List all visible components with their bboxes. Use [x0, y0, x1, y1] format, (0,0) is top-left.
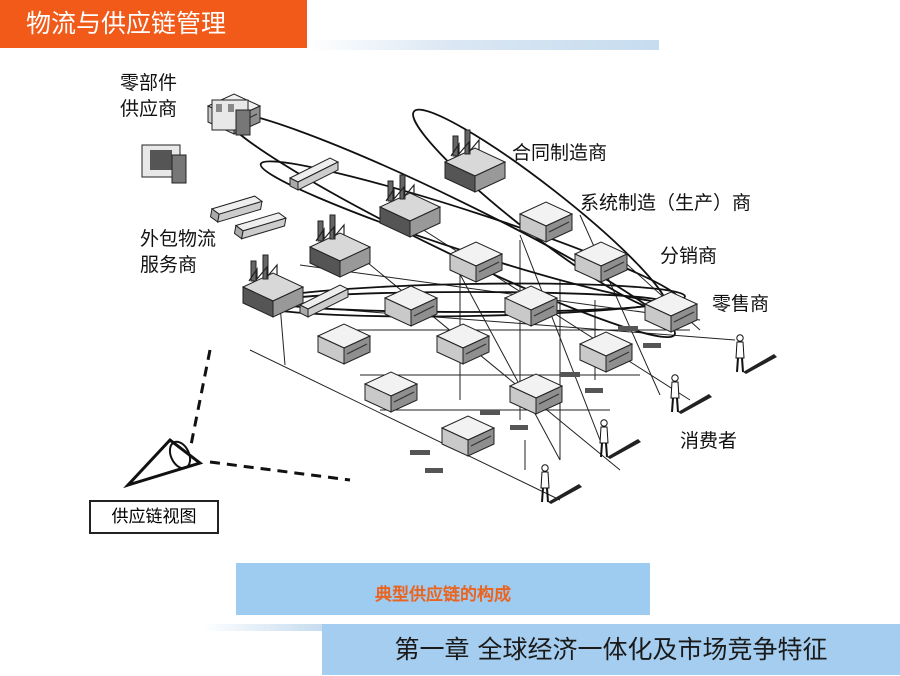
label-component-supplier-line2: 供应商 [120, 98, 178, 120]
label-contract-manufacturer: 合同制造商 [512, 142, 608, 164]
label-consumer: 消费者 [680, 430, 738, 452]
supplier-icons [141, 93, 261, 184]
label-system-manufacturer: 系统制造（生产）商 [580, 192, 752, 214]
label-retailer: 零售商 [712, 293, 770, 315]
title-rule [307, 40, 659, 50]
supply-chain-view-label: 供应链视图 [89, 500, 219, 534]
diagram-caption: 典型供应链的构成 [236, 563, 650, 615]
footer-rule [202, 624, 322, 631]
consumer-packages [410, 326, 661, 473]
facility-blocks [317, 201, 698, 457]
consumer-figures [540, 333, 778, 505]
view-eye-icon [123, 349, 351, 489]
label-outsourced-logistics-line1: 外包物流 [140, 228, 217, 250]
supply-chain-diagram [123, 93, 778, 505]
label-component-supplier-line1: 零部件 [120, 72, 178, 94]
grid-lines [249, 214, 736, 501]
chapter-footer: 第一章 全球经济一体化及市场竞争特征 [322, 624, 900, 675]
label-distributor: 分销商 [660, 245, 718, 267]
page-title: 物流与供应链管理 [0, 0, 307, 48]
label-outsourced-logistics-line2: 服务商 [140, 254, 198, 276]
